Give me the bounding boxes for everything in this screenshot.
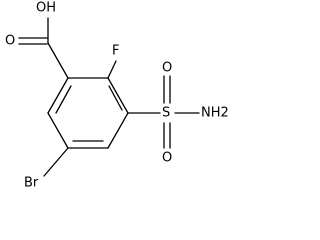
ring-bond-c2-c3 bbox=[107, 77, 129, 114]
ring-double-c2-c3 bbox=[108, 85, 123, 111]
ring-double-c1-c6 bbox=[55, 85, 72, 114]
fluorine-label: F bbox=[112, 44, 119, 59]
bond-ring-to-carboxyl-carbon bbox=[47, 42, 69, 79]
carboxyl-group bbox=[18, 17, 69, 79]
benzene-ring bbox=[47, 77, 129, 149]
sulfur-label: S bbox=[162, 106, 170, 121]
ring-bond-c6-c1 bbox=[47, 77, 69, 114]
sulfonamide-group bbox=[127, 75, 200, 149]
molecule-structure: OH O F S O O NH2 Br bbox=[5, 1, 229, 191]
ring-bond-c5-c6 bbox=[47, 112, 69, 149]
sulfonyl-oxygen-bottom-label: O bbox=[162, 151, 172, 166]
ring-bond-c3-c4 bbox=[107, 112, 129, 149]
bond-ring-to-fluorine bbox=[107, 60, 117, 79]
amine-label: NH2 bbox=[201, 106, 229, 121]
carbonyl-oxygen-label: O bbox=[5, 34, 15, 49]
bond-ring-to-bromine bbox=[43, 147, 69, 177]
bromine-label: Br bbox=[24, 176, 39, 191]
carboxyl-oh-label: OH bbox=[36, 1, 56, 16]
sulfonyl-oxygen-top-label: O bbox=[162, 61, 172, 76]
